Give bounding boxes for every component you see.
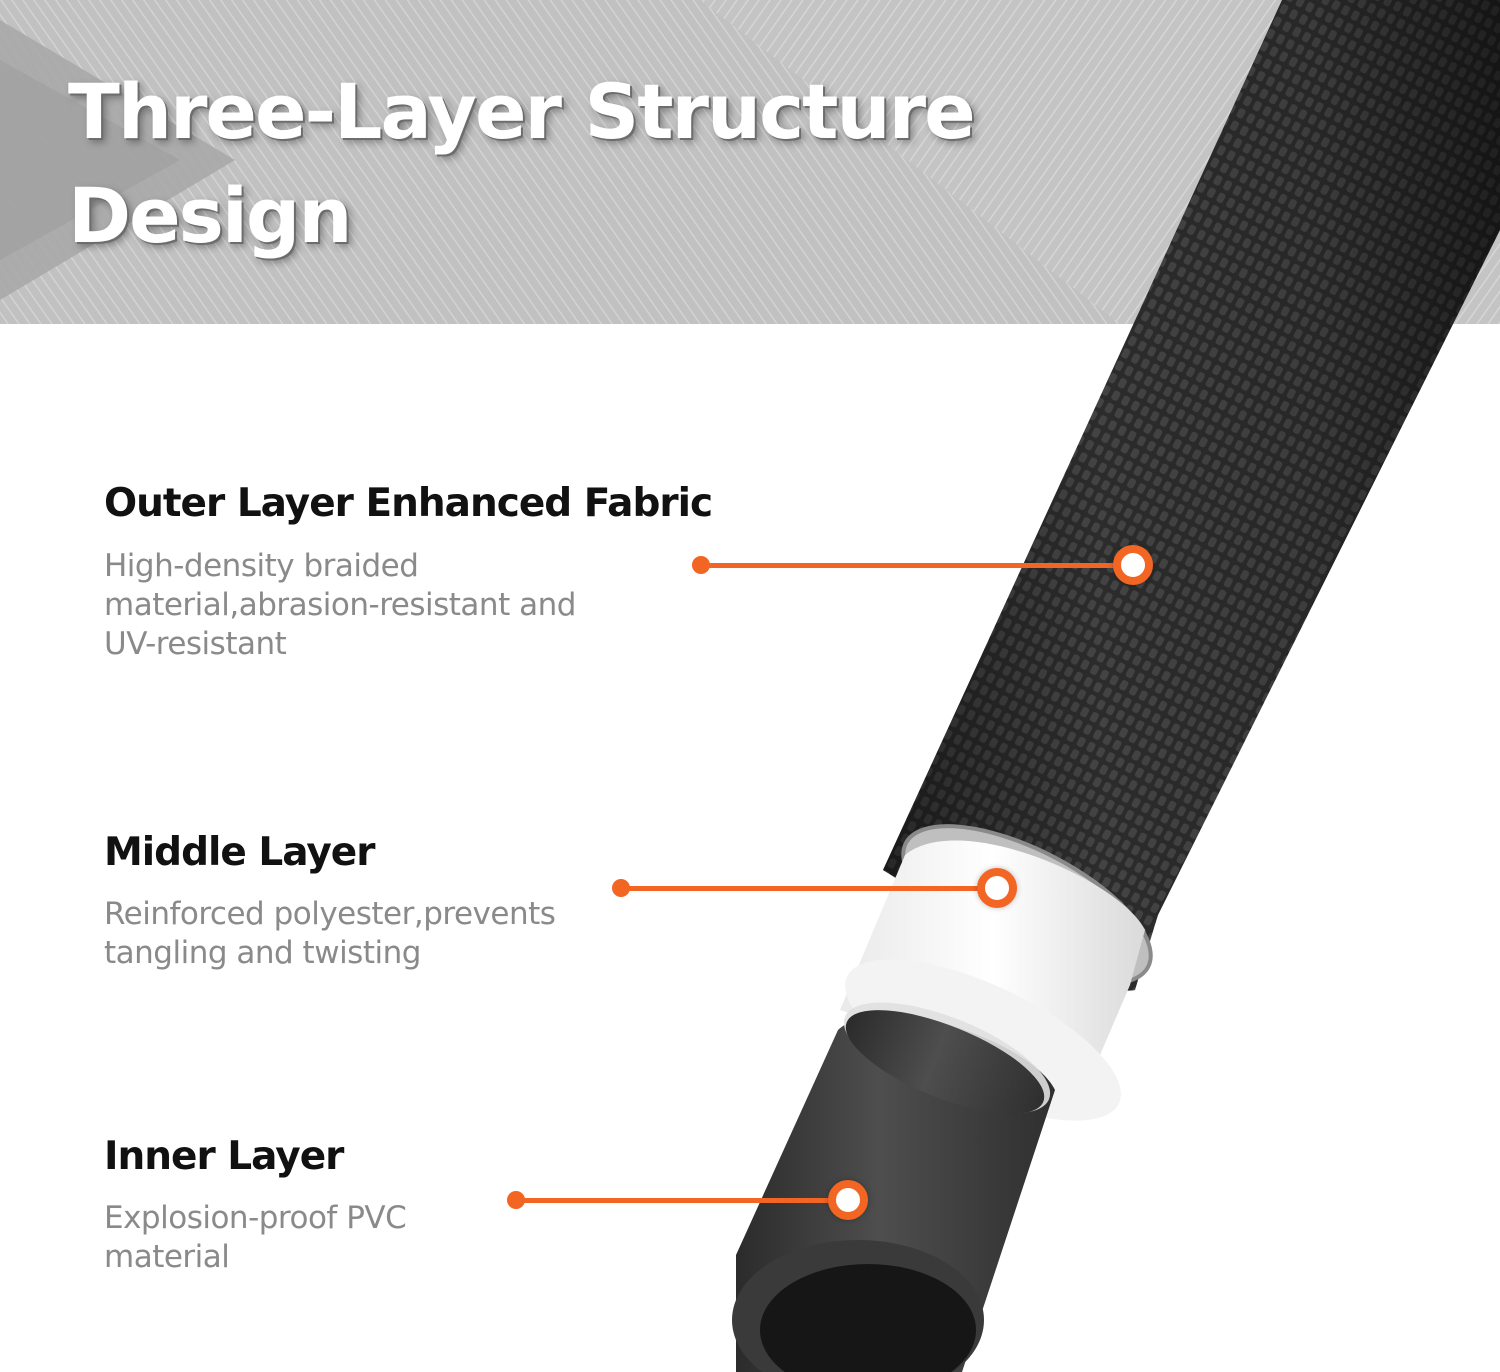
middle-layer-heading: Middle Layer bbox=[104, 830, 375, 875]
inner-callout-marker bbox=[828, 1180, 868, 1220]
outer-layer-description: High-density braided material,abrasion-r… bbox=[104, 548, 576, 662]
middle-layer-description: Reinforced polyester,prevents tangling a… bbox=[104, 896, 556, 971]
outer-callout-line bbox=[701, 563, 1133, 568]
middle-callout-dot bbox=[612, 879, 630, 897]
outer-layer-heading: Outer Layer Enhanced Fabric bbox=[104, 481, 713, 526]
middle-callout-line bbox=[621, 886, 997, 891]
inner-layer-heading: Inner Layer bbox=[104, 1134, 344, 1179]
middle-callout-marker bbox=[977, 868, 1017, 908]
outer-callout-marker bbox=[1113, 545, 1153, 585]
page-title-line-2: Design bbox=[68, 171, 352, 260]
outer-callout-dot bbox=[692, 556, 710, 574]
inner-layer-description: Explosion-proof PVC material bbox=[104, 1200, 407, 1275]
inner-callout-dot bbox=[507, 1191, 525, 1209]
page-title-line-1: Three-Layer Structure bbox=[68, 67, 976, 156]
inner-callout-line bbox=[516, 1198, 848, 1203]
